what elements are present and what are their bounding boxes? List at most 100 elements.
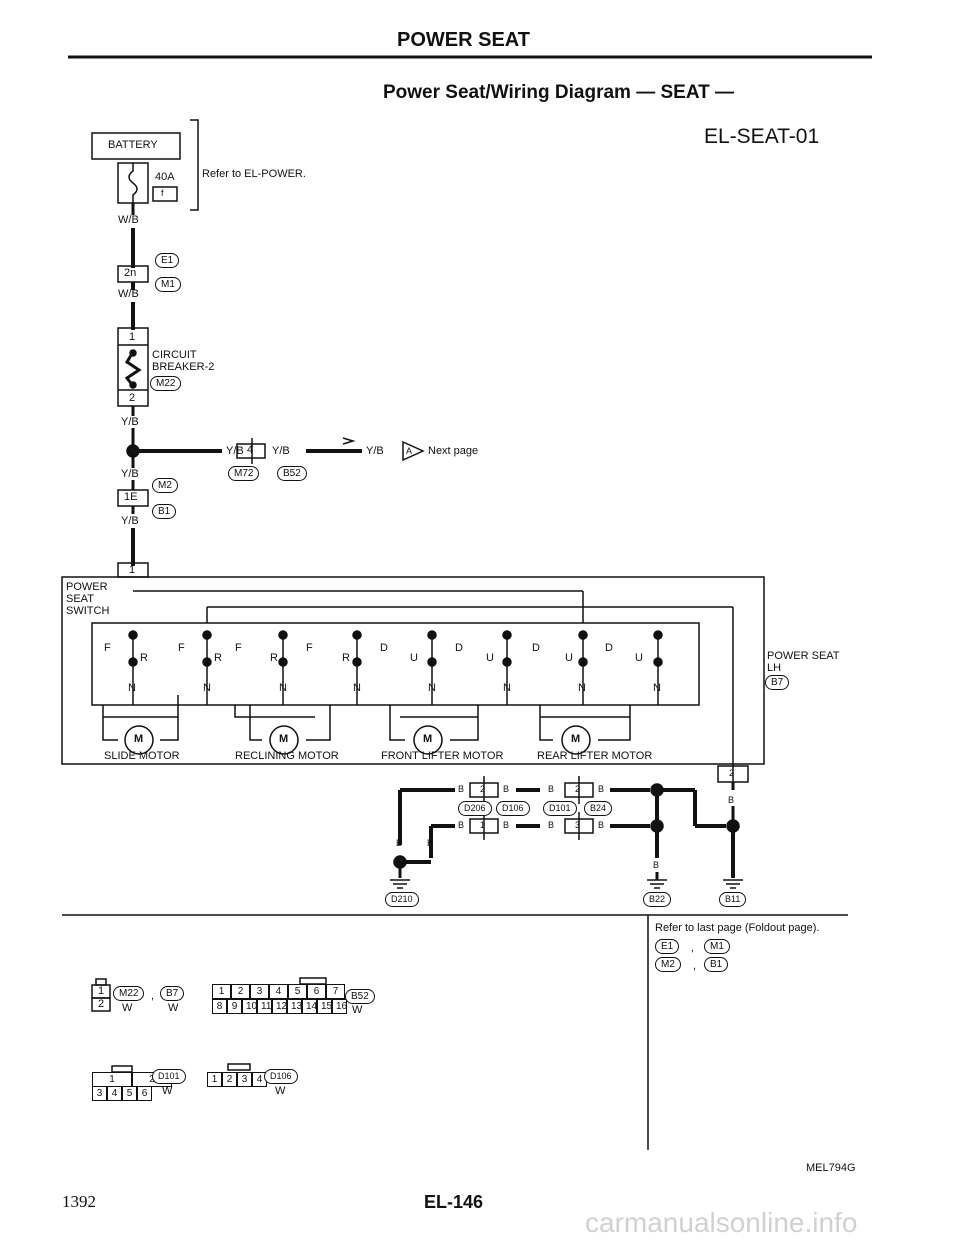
battery-label: BATTERY: [108, 139, 158, 151]
connector-m1: M1: [704, 939, 730, 954]
connector-pin: 3: [250, 984, 269, 999]
connector-m22: M22: [150, 376, 182, 391]
switch-label: SEAT: [66, 593, 94, 605]
connector-color: W: [162, 1085, 173, 1097]
connector-e1: E1: [155, 253, 180, 268]
separator: ,: [693, 960, 697, 972]
connector-pin: 1: [212, 984, 231, 999]
switch-neutral-letter: N: [428, 682, 436, 694]
connector-m2: M2: [655, 957, 681, 972]
connector-b7: B7: [765, 675, 790, 690]
connector-pin: 1: [98, 985, 105, 997]
connector-d106: D106: [264, 1069, 298, 1084]
connector-b7: B7: [160, 986, 185, 1001]
refer-power-note: Refer to EL-POWER.: [202, 168, 306, 180]
connector-m22: M22: [113, 986, 145, 1001]
pin-2n: 2n: [124, 267, 137, 279]
next-page-link[interactable]: Next page: [428, 445, 479, 457]
connector-pin: 4: [269, 984, 288, 999]
pin-2: 2: [729, 768, 735, 778]
reclining-motor-label: RECLINING MOTOR: [235, 750, 339, 762]
connector-b52: B52: [277, 466, 307, 481]
wire-color-label: Y/B: [121, 515, 139, 527]
connector-m1: M1: [155, 277, 181, 292]
power-seat-side-label: POWER SEAT: [767, 650, 840, 662]
circuit-breaker-label: CIRCUIT: [152, 349, 197, 361]
connector-color: W: [122, 1002, 133, 1014]
connector-pin: 4: [107, 1086, 122, 1101]
pin-1: 1: [480, 820, 486, 830]
connector-d101: D101: [543, 801, 577, 816]
wire-color-label: B: [396, 838, 403, 848]
connector-pin: 5: [122, 1086, 137, 1101]
switch-neutral-letter: N: [279, 682, 287, 694]
switch-position-letter: U: [410, 652, 418, 664]
connector-e1: E1: [655, 939, 680, 954]
wire-color-label: B: [503, 784, 510, 794]
connector-pin: 6: [307, 984, 326, 999]
wire-color-label: B: [548, 784, 555, 794]
wire-color-label: Y/B: [272, 445, 290, 457]
motor-symbol: M: [571, 733, 581, 745]
breaker-pin-2: 2: [129, 392, 136, 404]
wire-color-label: B: [458, 784, 465, 794]
separator: ,: [151, 990, 155, 1002]
switch-position-letter: U: [565, 652, 573, 664]
connector-color: W: [168, 1002, 179, 1014]
separator: ,: [691, 942, 695, 954]
section-title: POWER SEAT: [397, 29, 530, 51]
connector-pin: 2: [222, 1072, 237, 1087]
wire-color-label: B: [548, 820, 555, 830]
connector-d101: D101: [152, 1069, 186, 1084]
wire-color-label: Y/B: [121, 416, 139, 428]
motor-symbol: M: [134, 733, 144, 745]
ground-b11: B11: [719, 892, 747, 907]
connector-m2: M2: [152, 478, 178, 493]
switch-position-letter: R: [342, 652, 350, 664]
slide-motor-label: SLIDE MOTOR: [104, 750, 180, 762]
connector-pin: 1: [92, 1072, 132, 1087]
connector-pin: 7: [326, 984, 345, 999]
switch-position-letter: D: [455, 642, 463, 654]
switch-position-letter: D: [532, 642, 540, 654]
connector-pin: 15: [317, 999, 332, 1014]
connector-pin: 3: [237, 1072, 252, 1087]
switch-position-letter: U: [635, 652, 643, 664]
ground-d210: D210: [385, 892, 419, 907]
switch-position-letter: R: [270, 652, 278, 664]
fuse-amp-label: 40A: [155, 171, 175, 183]
page-title: Power Seat/Wiring Diagram — SEAT —: [383, 82, 735, 103]
connector-pin: 8: [212, 999, 227, 1014]
switch-position-letter: F: [178, 642, 185, 654]
connector-pin: 9: [227, 999, 242, 1014]
switch-neutral-letter: N: [203, 682, 211, 694]
connector-pin: 2: [98, 998, 105, 1010]
breaker-pin-1: 1: [129, 331, 136, 343]
rear-lifter-motor-label: REAR LIFTER MOTOR: [537, 750, 653, 762]
wire-color-label: B: [598, 820, 605, 830]
switch-label: POWER: [66, 581, 108, 593]
wire-color-label: B: [427, 838, 434, 848]
connector-pin: 14: [302, 999, 317, 1014]
connector-pin: 1: [207, 1072, 222, 1087]
watermark: carmanualsonline.info: [585, 1207, 858, 1238]
connector-b1: B1: [152, 504, 177, 519]
wire-color-label: B: [458, 820, 465, 830]
connector-pin: 6: [137, 1086, 152, 1101]
wire-color-label: B: [653, 860, 660, 870]
switch-position-letter: D: [380, 642, 388, 654]
connector-pin: 16: [332, 999, 347, 1014]
switch-neutral-letter: N: [353, 682, 361, 694]
pin-1e: 1E: [124, 491, 138, 503]
connector-m72: M72: [228, 466, 260, 481]
power-seat-side-label: LH: [767, 662, 782, 674]
motor-symbol: M: [279, 733, 289, 745]
page-number-center: EL-146: [424, 1192, 484, 1212]
switch-position-letter: F: [235, 642, 242, 654]
ground-b22: B22: [643, 892, 672, 907]
connector-pin: 2: [231, 984, 250, 999]
wire-color-label: W/B: [118, 288, 139, 300]
switch-position-letter: U: [486, 652, 494, 664]
switch-position-letter: R: [140, 652, 148, 664]
connector-color: W: [275, 1085, 286, 1097]
